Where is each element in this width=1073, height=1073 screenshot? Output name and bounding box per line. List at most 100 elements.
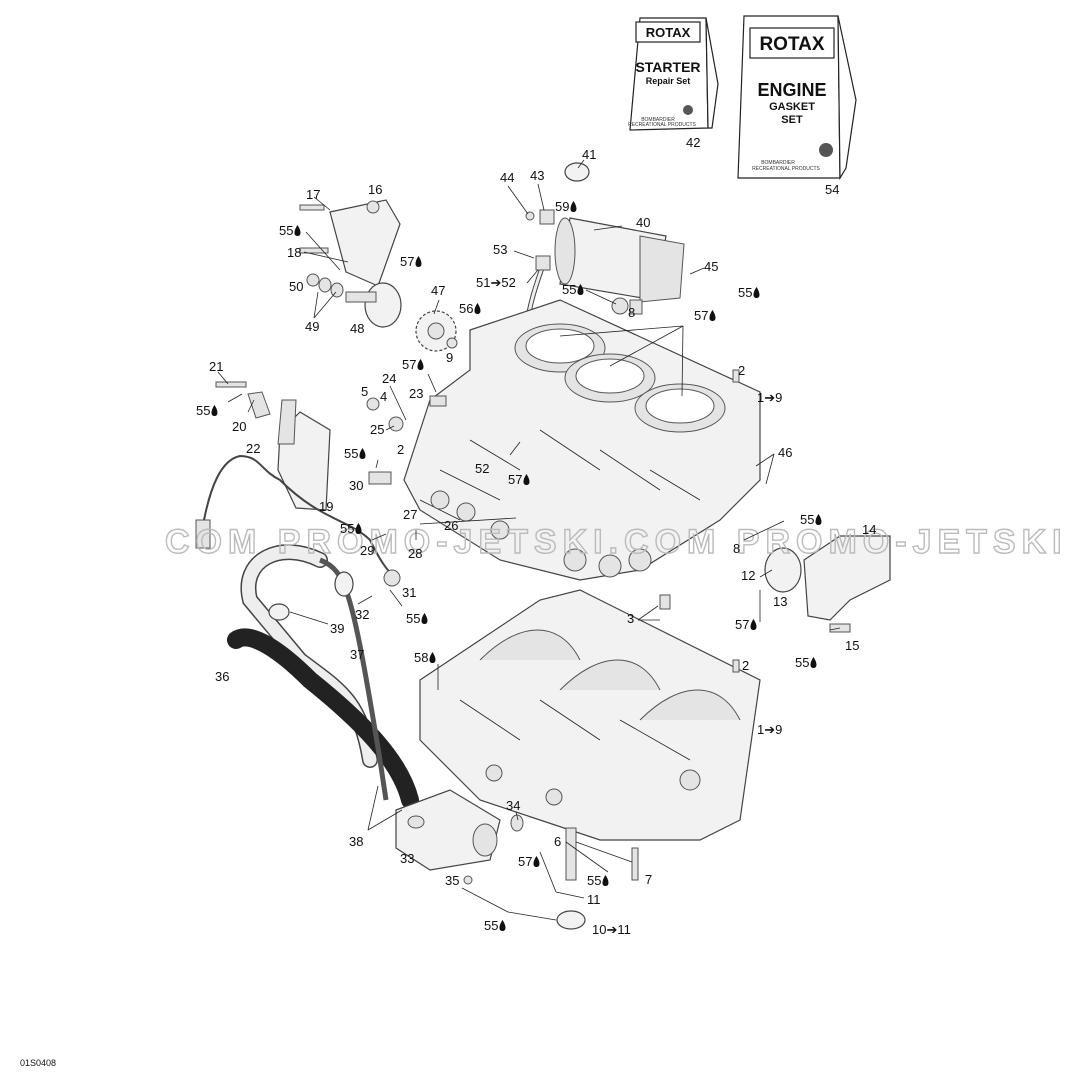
callout-2: 2	[738, 363, 745, 378]
starter-book-maker-sub: RECREATIONAL PRODUCTS	[628, 122, 696, 128]
callout-51-52: 51➔52	[476, 275, 516, 290]
callout-57: 57	[508, 472, 522, 487]
oil-hose-36	[227, 628, 419, 809]
callout-40: 40	[636, 215, 650, 230]
callout-34: 34	[506, 798, 520, 813]
left-brackets	[195, 391, 331, 549]
oil-drop-icon	[499, 920, 506, 931]
callout-58: 58	[414, 650, 428, 665]
callout-42: 42	[686, 135, 700, 150]
callout-22: 22	[246, 441, 260, 456]
callout-55: 55	[562, 282, 576, 297]
callout-35: 35	[445, 873, 459, 888]
oil-drop-icon	[359, 448, 366, 459]
callout-48: 48	[350, 321, 364, 336]
callout-2: 2	[397, 442, 404, 457]
callout-55: 55	[795, 655, 809, 670]
callout-55: 55	[406, 611, 420, 626]
callout-14: 14	[862, 522, 876, 537]
lower-fasteners	[215, 204, 740, 930]
callout-labels: 41 44 43 59 40 17 16 55 53 18 57 45 51➔5…	[196, 135, 876, 937]
idler-gear-assembly	[306, 199, 457, 352]
gasket-book-brand: ROTAX	[759, 34, 824, 55]
sensor-31	[383, 569, 401, 587]
starter-book-brand: ROTAX	[646, 25, 691, 40]
callout-47: 47	[431, 283, 445, 298]
callout-57: 57	[735, 617, 749, 632]
callout-23: 23	[409, 386, 423, 401]
oil-drop-icon	[523, 474, 530, 485]
callout-43: 43	[530, 168, 544, 183]
leader-lines	[217, 159, 841, 921]
callout-54: 54	[825, 182, 839, 197]
callout-55: 55	[340, 521, 354, 536]
callout-55: 55	[587, 873, 601, 888]
callout-6: 6	[554, 834, 561, 849]
starter-book-maker: BOMBARDIER	[641, 117, 675, 123]
oil-drop-icon	[709, 310, 716, 321]
callout-24: 24	[382, 371, 396, 386]
callout-52: 52	[475, 461, 489, 476]
callout-44: 44	[500, 170, 514, 185]
callout-7: 7	[645, 872, 652, 887]
callout-45: 45	[704, 259, 718, 274]
brp-seal-icon	[683, 105, 693, 115]
callout-55: 55	[196, 403, 210, 418]
callout-15: 15	[845, 638, 859, 653]
callout-46: 46	[778, 445, 792, 460]
callout-28: 28	[408, 546, 422, 561]
dipstick-cap	[535, 255, 551, 271]
lower-crankcase	[419, 589, 761, 841]
callout-21: 21	[209, 359, 223, 374]
callout-49: 49	[305, 319, 319, 334]
callout-12: 12	[741, 568, 755, 583]
callout-33: 33	[400, 851, 414, 866]
gasket-book-line3: SET	[781, 114, 803, 126]
callout-36: 36	[215, 669, 229, 684]
callout-8: 8	[733, 541, 740, 556]
starter-book-subtitle: Repair Set	[646, 76, 691, 86]
callout-5: 5	[361, 384, 368, 399]
callout-25: 25	[370, 422, 384, 437]
callout-55: 55	[279, 223, 293, 238]
oil-drop-icon	[429, 652, 436, 663]
sensor-wire	[203, 454, 397, 579]
starter-ring-41	[525, 162, 590, 225]
callout-29: 29	[360, 543, 374, 558]
callout-37: 37	[350, 647, 364, 662]
gasket-book-maker: BOMBARDIER	[761, 160, 795, 166]
callout-38: 38	[349, 834, 363, 849]
oil-drop-icon	[417, 359, 424, 370]
gasket-book-line2: GASKET	[769, 101, 815, 113]
callout-53: 53	[493, 242, 507, 257]
callout-30: 30	[349, 478, 363, 493]
oil-cooler	[268, 571, 501, 871]
oil-drop-icon	[753, 287, 760, 298]
oil-drop-icon	[577, 284, 584, 295]
oil-drop-icons	[211, 201, 822, 931]
callout-16: 16	[368, 182, 382, 197]
callout-56: 56	[459, 301, 473, 316]
callout-50: 50	[289, 279, 303, 294]
callout-18: 18	[287, 245, 301, 260]
cylinder-block	[403, 299, 761, 581]
callout-41: 41	[582, 147, 596, 162]
callout-57: 57	[402, 357, 416, 372]
gasket-book-maker-sub: RECREATIONAL PRODUCTS	[752, 166, 820, 172]
callout-2: 2	[742, 658, 749, 673]
callout-55: 55	[484, 918, 498, 933]
starter-motor	[554, 217, 685, 315]
oil-drop-icon	[750, 619, 757, 630]
callout-57: 57	[694, 308, 708, 323]
callout-11: 11	[587, 892, 601, 907]
watermark: COM PROMO-JETSKI.COM PROMO-JETSKI	[165, 523, 1068, 561]
callout-32: 32	[355, 607, 369, 622]
callout-1-9: 1➔9	[757, 390, 782, 405]
oil-drop-icon	[474, 303, 481, 314]
callout-10-11: 10➔11	[592, 922, 631, 937]
right-bracket-14	[764, 535, 891, 633]
callout-55: 55	[738, 285, 752, 300]
callout-20: 20	[232, 419, 246, 434]
oil-drop-icon	[533, 856, 540, 867]
